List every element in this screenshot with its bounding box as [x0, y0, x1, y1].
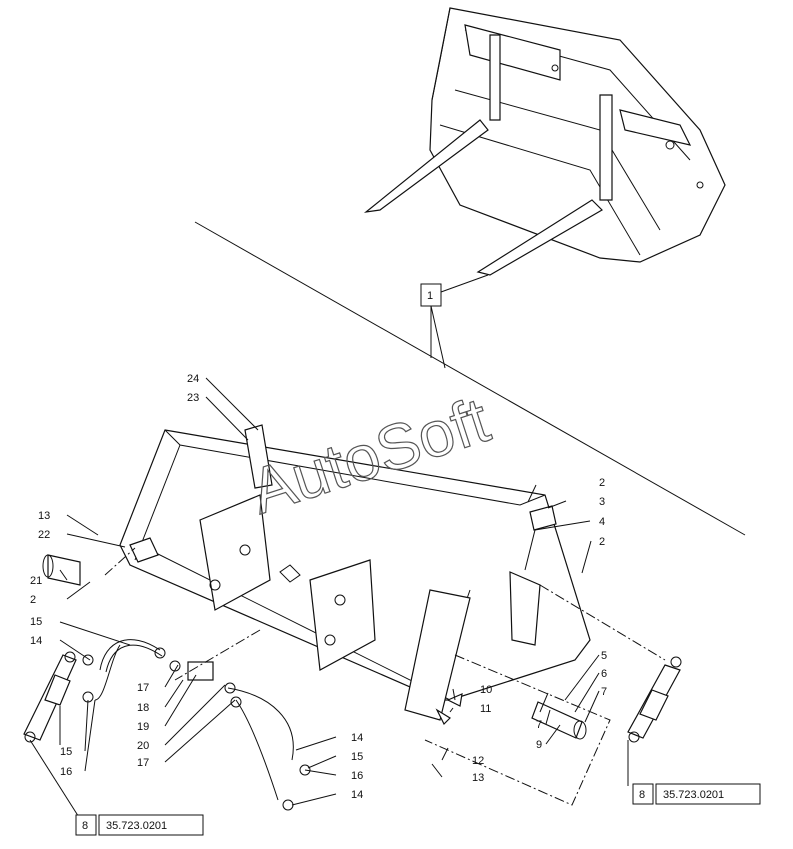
part-label: 24: [187, 373, 199, 385]
part-label: 17: [137, 757, 149, 769]
part-label: 19: [137, 721, 149, 733]
part-label: 14: [351, 732, 363, 744]
part-label: 23: [187, 392, 199, 404]
part-label: 15: [60, 746, 72, 758]
part-label: 7: [601, 686, 607, 698]
part-label: 13: [38, 510, 50, 522]
part-label: 15: [351, 751, 363, 763]
bucket-assembly: [119, 424, 591, 721]
part-label: 20: [137, 740, 149, 752]
part-label: 12: [472, 755, 484, 767]
left-cylinder-group: [23, 554, 311, 811]
part-label: 18: [137, 702, 149, 714]
reference-right[interactable]: 8 35.723.0201: [632, 783, 761, 805]
part-label: 9: [536, 739, 542, 751]
part-label: 15: [30, 616, 42, 628]
part-label: 16: [351, 770, 363, 782]
reference-code: 35.723.0201: [106, 820, 167, 832]
reference-left[interactable]: 8 35.723.0201: [75, 814, 204, 836]
part-label: 2: [599, 477, 605, 489]
part-label: 4: [599, 516, 605, 528]
section-line: [194, 221, 746, 536]
part-label: 13: [472, 772, 484, 784]
part-label: 22: [38, 529, 50, 541]
part-label: 14: [30, 635, 42, 647]
part-label: 5: [601, 650, 607, 662]
part-labels: 24 23 2 3 4 2 13 22 21 2 15 14 17 18 19 …: [30, 373, 607, 801]
main-callout: 1: [420, 274, 489, 369]
leader-lines: [29, 377, 629, 823]
part-label: 11: [480, 703, 491, 715]
part-label: 2: [30, 594, 36, 606]
part-label: 2: [599, 536, 605, 548]
part-label: 14: [351, 789, 363, 801]
part-label: 16: [60, 766, 72, 778]
part-label: 6: [601, 668, 607, 680]
reference-box-number: 8: [82, 820, 88, 832]
part-label: 3: [599, 496, 605, 508]
main-callout-label: 1: [427, 290, 433, 302]
part-label: 7: [536, 719, 542, 731]
part-label: 21: [30, 575, 42, 587]
part-label: 10: [480, 684, 492, 696]
reference-code: 35.723.0201: [663, 789, 724, 801]
reference-box-number: 8: [639, 789, 645, 801]
fork-bucket-assembly: [363, 7, 726, 276]
dash-dot-lines: [104, 547, 666, 806]
part-label: 17: [137, 682, 149, 694]
right-cylinder-group: [435, 505, 682, 743]
